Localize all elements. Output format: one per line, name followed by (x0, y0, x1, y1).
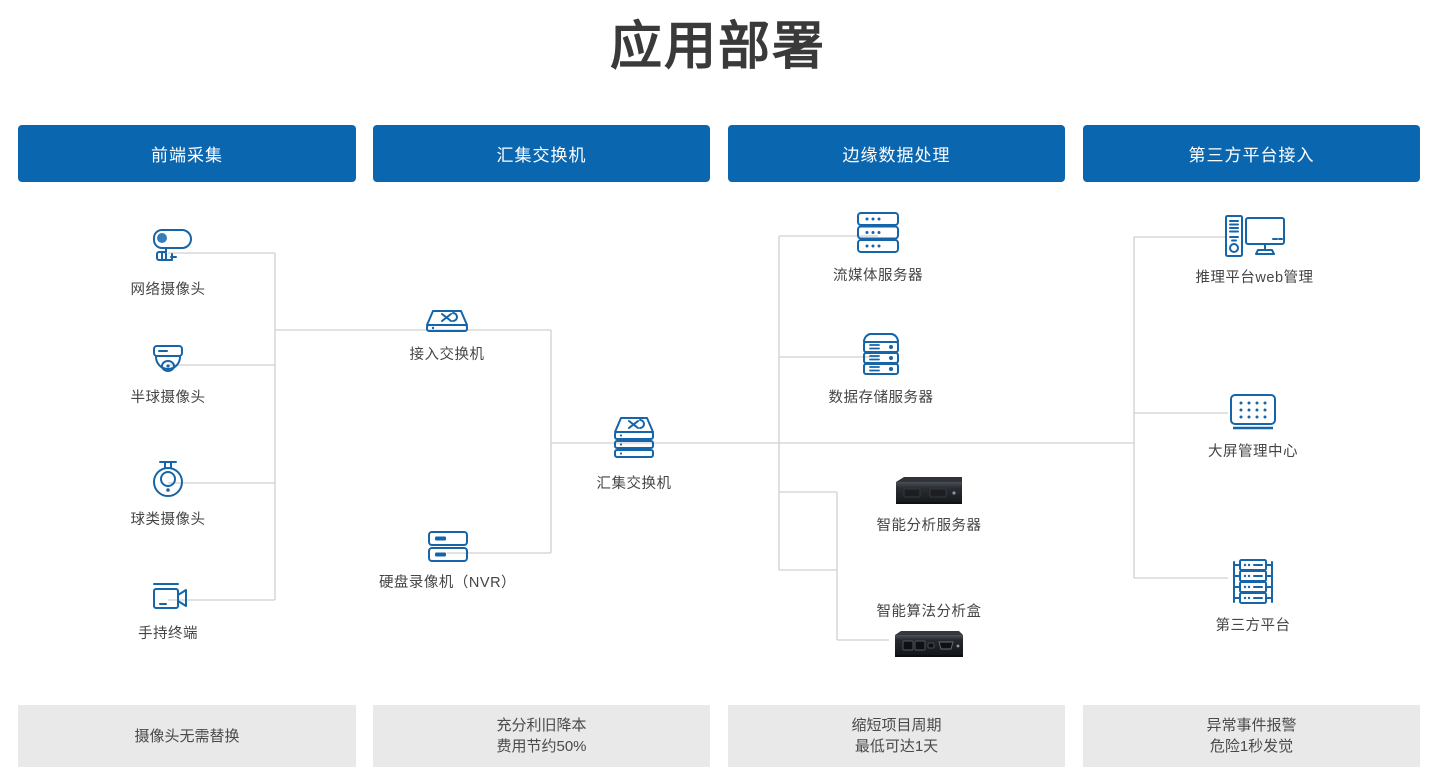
node-label: 球类摄像头 (130, 512, 206, 528)
node-video-wall-center[interactable]: 大屏管理中心 (1203, 390, 1303, 461)
node-label: 流媒体服务器 (833, 268, 923, 284)
column-header-label: 边缘数据处理 (842, 146, 951, 165)
column-footer-aggregation-switch: 充分利旧降本 费用节约50% (373, 705, 710, 767)
column-footer-front-end-collection: 摄像头无需替换 (18, 705, 356, 767)
footer-line: 摄像头无需替换 (134, 727, 240, 745)
node-label: 智能分析服务器 (876, 518, 982, 534)
node-nvr[interactable]: 硬盘录像机（NVR） (378, 527, 517, 592)
column-header-label: 汇集交换机 (496, 146, 587, 165)
node-third-party-platform[interactable]: 第三方平台 (1203, 556, 1303, 635)
stacked-switch-icon (604, 412, 664, 466)
node-inference-web-console[interactable]: 推理平台web管理 (1192, 212, 1317, 287)
node-ptz-camera[interactable]: 球类摄像头 (118, 456, 218, 529)
node-network-camera[interactable]: 网络摄像头 (118, 224, 218, 299)
bullet-camera-icon (140, 224, 196, 272)
node-ai-algorithm-box[interactable]: 智能算法分析盒 (877, 600, 981, 661)
column-header-third-party-platform-access[interactable]: 第三方平台接入 (1083, 125, 1420, 182)
rack-server-icon (849, 208, 907, 258)
switch-icon (417, 303, 477, 337)
node-core-switch[interactable]: 汇集交换机 (584, 412, 684, 493)
node-access-switch[interactable]: 接入交换机 (397, 303, 497, 364)
column-header-label: 第三方平台接入 (1188, 146, 1315, 165)
node-label: 半球摄像头 (130, 390, 206, 406)
node-label: 接入交换机 (409, 347, 485, 363)
node-handheld-terminal[interactable]: 手持终端 (118, 578, 218, 643)
column-header-aggregation-switch[interactable]: 汇集交换机 (373, 125, 710, 182)
page-title: 应用部署 (609, 18, 826, 76)
column-footer-third-party-platform-access: 异常事件报警 危险1秒发觉 (1083, 705, 1420, 767)
node-storage-server[interactable]: 数据存储服务器 (828, 330, 934, 407)
footer-line: 最低可达1天 (854, 738, 939, 755)
node-label: 网络摄像头 (130, 282, 206, 298)
column-header-edge-data-processing[interactable]: 边缘数据处理 (728, 125, 1065, 182)
node-label: 第三方平台 (1215, 618, 1291, 634)
handheld-camera-icon (140, 578, 196, 616)
node-label: 推理平台web管理 (1195, 270, 1314, 286)
node-label: 大屏管理中心 (1208, 444, 1298, 460)
desktop-pc-icon (1220, 212, 1290, 260)
footer-line: 充分利旧降本 (496, 717, 587, 734)
server-rack-icon (1222, 556, 1284, 608)
node-label: 手持终端 (138, 626, 198, 642)
node-label: 数据存储服务器 (828, 390, 934, 406)
storage-server-icon (852, 330, 910, 380)
node-label: 硬盘录像机（NVR） (378, 575, 517, 591)
footer-line: 费用节约50% (496, 738, 587, 755)
footer-line: 异常事件报警 (1206, 717, 1297, 734)
column-header-front-end-collection[interactable]: 前端采集 (18, 125, 356, 182)
video-wall-icon (1223, 390, 1283, 434)
footer-line: 危险1秒发觉 (1209, 738, 1294, 755)
footer-line: 缩短项目周期 (851, 717, 942, 734)
node-dome-camera[interactable]: 半球摄像头 (118, 340, 218, 407)
edge-box-photo (889, 629, 969, 661)
nvr-icon (419, 527, 477, 565)
node-streaming-server[interactable]: 流媒体服务器 (828, 208, 928, 285)
column-footer-edge-data-processing: 缩短项目周期 最低可达1天 (728, 705, 1065, 767)
node-label: 汇集交换机 (596, 476, 672, 492)
ptz-camera-icon (140, 456, 196, 502)
column-header-label: 前端采集 (151, 146, 223, 165)
node-label: 智能算法分析盒 (876, 604, 982, 620)
node-ai-analysis-server[interactable]: 智能分析服务器 (877, 474, 981, 535)
rack-appliance-photo (892, 474, 966, 508)
dome-camera-icon (140, 340, 196, 380)
